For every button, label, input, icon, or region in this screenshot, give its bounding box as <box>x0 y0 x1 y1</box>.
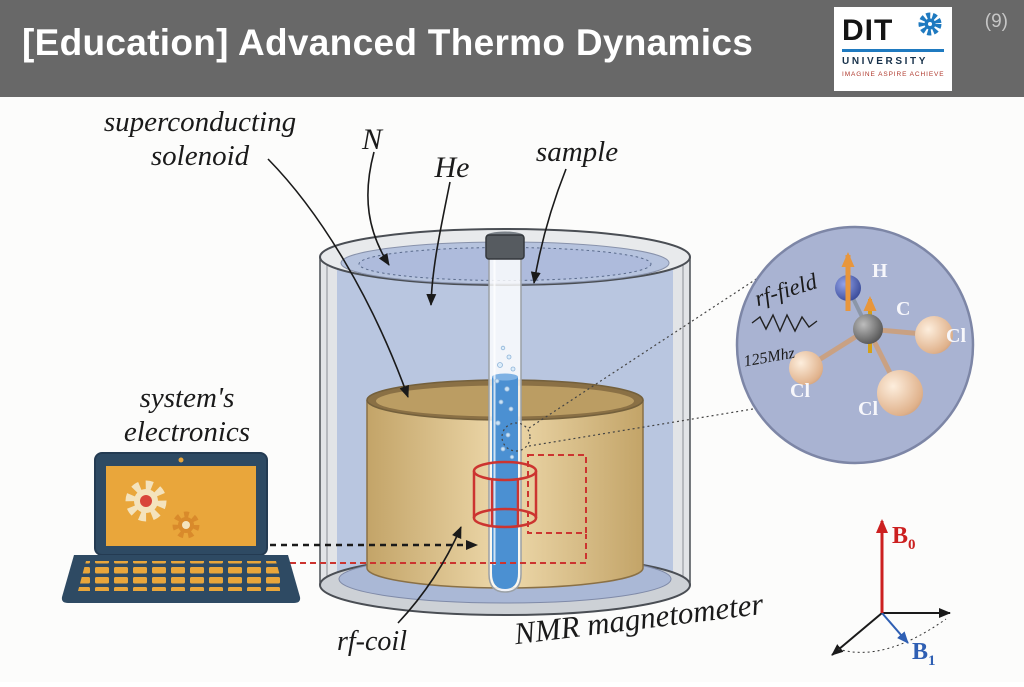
slide-title: [Education] Advanced Thermo Dynamics <box>22 22 754 63</box>
logo-tagline: IMAGINE ASPIRE ACHIEVE <box>842 71 945 78</box>
b0-label: B0 <box>892 523 916 553</box>
atom-cl-bottom-label: Cl <box>858 398 878 420</box>
logo-gear-icon <box>918 12 942 36</box>
label-solenoid: solenoid <box>151 140 250 172</box>
b1-arrow-icon <box>881 612 909 644</box>
arrow-to-nitrogen <box>367 151 390 266</box>
atom-c <box>853 314 883 344</box>
rf-wave-icon <box>751 313 818 333</box>
page-number: (9) <box>984 11 1008 32</box>
atom-c-label: C <box>896 298 910 320</box>
sample-test-tube <box>485 231 525 593</box>
red-dashed-connector <box>290 534 587 564</box>
logo-university-text: UNIVERSITY <box>842 56 929 67</box>
arrow-to-sample <box>530 168 567 284</box>
gear-small-icon <box>172 511 200 539</box>
arrow-to-helium <box>426 181 451 306</box>
magnifier-cone <box>501 271 768 452</box>
atom-cl-right-label: Cl <box>946 325 966 347</box>
tube-cap <box>485 234 525 260</box>
laptop-keyboard <box>78 561 284 591</box>
gear-icon <box>125 480 167 522</box>
nmr-diagram: rf-field 125Mhz H C Cl Cl Cl B0 B1 super… <box>0 97 1024 682</box>
logo-divider <box>842 49 944 52</box>
atom-cl-left <box>789 351 823 385</box>
atom-cl-left-label: Cl <box>790 380 810 402</box>
arrow-to-rf-coil <box>397 526 462 624</box>
label-helium: He <box>434 151 470 184</box>
atom-cl-right <box>915 316 953 354</box>
laptop <box>61 452 301 603</box>
label-electronics: electronics <box>124 416 250 448</box>
logo-acronym: DIT <box>842 14 894 47</box>
label-rf-coil: rf-coil <box>337 626 407 657</box>
molecule-inset: rf-field 125Mhz H C Cl Cl Cl <box>735 225 975 465</box>
university-logo: DIT UNIVERSITY IMAGINE ASPIRE ACHIEVE <box>834 7 952 91</box>
label-nitrogen: N <box>361 123 384 156</box>
b1-label: B1 <box>912 639 936 669</box>
label-sample: sample <box>536 136 618 168</box>
rf-region-dashed-box <box>527 454 587 534</box>
slide-body: rf-field 125Mhz H C Cl Cl Cl B0 B1 super… <box>0 97 1024 682</box>
atom-cl-bottom <box>877 370 923 416</box>
webcam-icon <box>178 457 184 463</box>
annotation-arrows <box>267 151 567 624</box>
label-superconducting: superconducting <box>104 106 296 138</box>
label-systems: system's <box>140 382 235 414</box>
rf-coil-graphic <box>472 460 538 529</box>
atom-h-label: H <box>872 260 888 282</box>
bubbles <box>494 345 516 460</box>
arrow-to-solenoid <box>267 158 409 398</box>
slide-header: [Education] Advanced Thermo Dynamics DIT… <box>0 0 1024 97</box>
field-axes: B0 B1 <box>831 519 951 669</box>
